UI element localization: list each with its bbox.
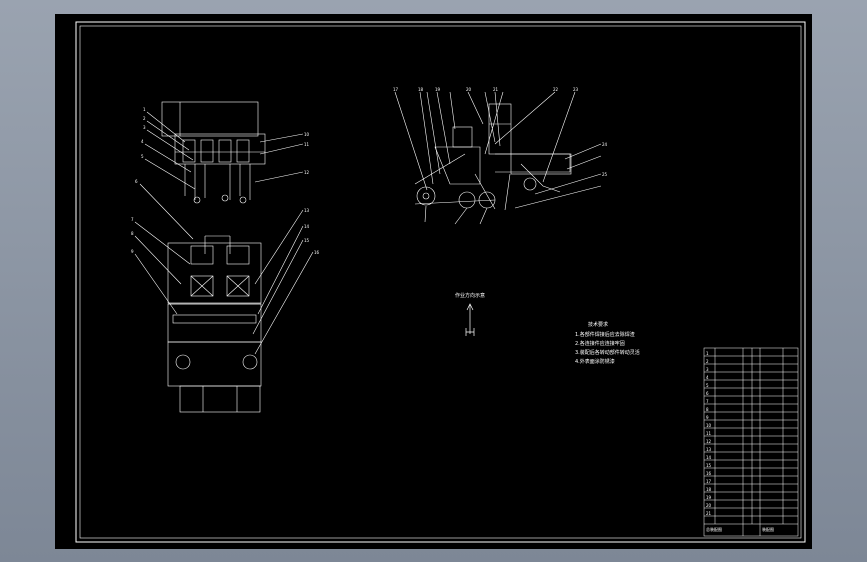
- tech-req-line: 1.各部件焊接后应去除焊渣: [575, 331, 635, 338]
- row-number: 6: [706, 391, 709, 396]
- row-number: 8: [706, 407, 709, 412]
- row-number: 9: [706, 415, 709, 420]
- callout-label: 9: [131, 249, 134, 254]
- callout-label: 13: [304, 208, 310, 213]
- callout-label: 5: [141, 154, 144, 159]
- callout-label: 6: [135, 179, 138, 184]
- outer-border: [75, 21, 806, 543]
- row-number: 5: [706, 383, 709, 388]
- title-block-text: 1 2 3 4 5 6 7 8 9 10 11 12 13 14 15 16 1…: [706, 351, 774, 532]
- row-number: 10: [706, 423, 712, 428]
- callout-label: 24: [602, 142, 608, 147]
- drawing-sheet: 1 2 3 4 5 6 7 8 9 10 11 12 13 14 15 16 1…: [55, 14, 812, 549]
- sheet-label: 装配图: [762, 526, 774, 532]
- callout-label: 21: [493, 87, 499, 92]
- tech-req-line: 4.外表面涂防锈漆: [575, 358, 615, 365]
- callout-label: 8: [131, 231, 134, 236]
- cad-drawing: 1 2 3 4 5 6 7 8 9 10 11 12 13 14 15 16 1…: [75, 21, 806, 543]
- callout-label: 17: [393, 87, 399, 92]
- row-number: 21: [706, 511, 712, 516]
- row-number: 11: [706, 431, 712, 436]
- callout-label: 12: [304, 170, 310, 175]
- row-number: 17: [706, 479, 712, 484]
- row-number: 3: [706, 367, 709, 372]
- row-number: 15: [706, 463, 712, 468]
- callout-label: 16: [314, 250, 320, 255]
- side-view-labels: 17 18 19 20 21 22 23 24 25: [393, 87, 608, 177]
- arrow-icon: [465, 303, 475, 336]
- callout-label: 20: [466, 87, 472, 92]
- callout-label: 7: [131, 217, 134, 222]
- row-number: 18: [706, 487, 712, 492]
- callout-label: 4: [141, 139, 144, 144]
- callout-label: 3: [143, 125, 146, 130]
- row-number: 19: [706, 495, 712, 500]
- callout-label: 19: [435, 87, 441, 92]
- callout-label: 25: [602, 172, 608, 177]
- direction-indicator: 作业方向示意: [455, 292, 485, 336]
- callout-label: 22: [553, 87, 559, 92]
- row-number: 12: [706, 439, 712, 444]
- technical-requirements: 技术要求 1.各部件焊接后应去除焊渣 2.各连接件应连接牢固 3.装配后各转动部…: [575, 321, 640, 365]
- callout-label: 2: [143, 116, 146, 121]
- title-block: [703, 347, 799, 537]
- callout-label: 10: [304, 132, 310, 137]
- callout-label: 1: [143, 107, 146, 112]
- callout-label: 18: [418, 87, 424, 92]
- row-number: 13: [706, 447, 712, 452]
- row-number: 14: [706, 455, 712, 460]
- front-view: [134, 101, 314, 413]
- direction-label: 作业方向示意: [455, 292, 485, 299]
- callout-label: 14: [304, 224, 310, 229]
- row-number: 4: [706, 375, 709, 380]
- assembly-name: 总装配图: [706, 526, 722, 532]
- front-view-labels: 1 2 3 4 5 6 7 8 9 10 11 12 13 14 15 16: [131, 107, 320, 255]
- tech-req-title: 技术要求: [588, 321, 608, 328]
- row-number: 1: [706, 351, 709, 356]
- row-number: 2: [706, 359, 709, 364]
- row-number: 16: [706, 471, 712, 476]
- tech-req-line: 2.各连接件应连接牢固: [575, 340, 625, 347]
- inner-border: [79, 25, 802, 539]
- callout-label: 11: [304, 142, 310, 147]
- row-number: 20: [706, 503, 712, 508]
- callout-label: 15: [304, 238, 310, 243]
- side-view: [394, 91, 602, 225]
- row-number: 7: [706, 399, 709, 404]
- callout-label: 23: [573, 87, 579, 92]
- tech-req-line: 3.装配后各转动部件转动灵活: [575, 349, 640, 356]
